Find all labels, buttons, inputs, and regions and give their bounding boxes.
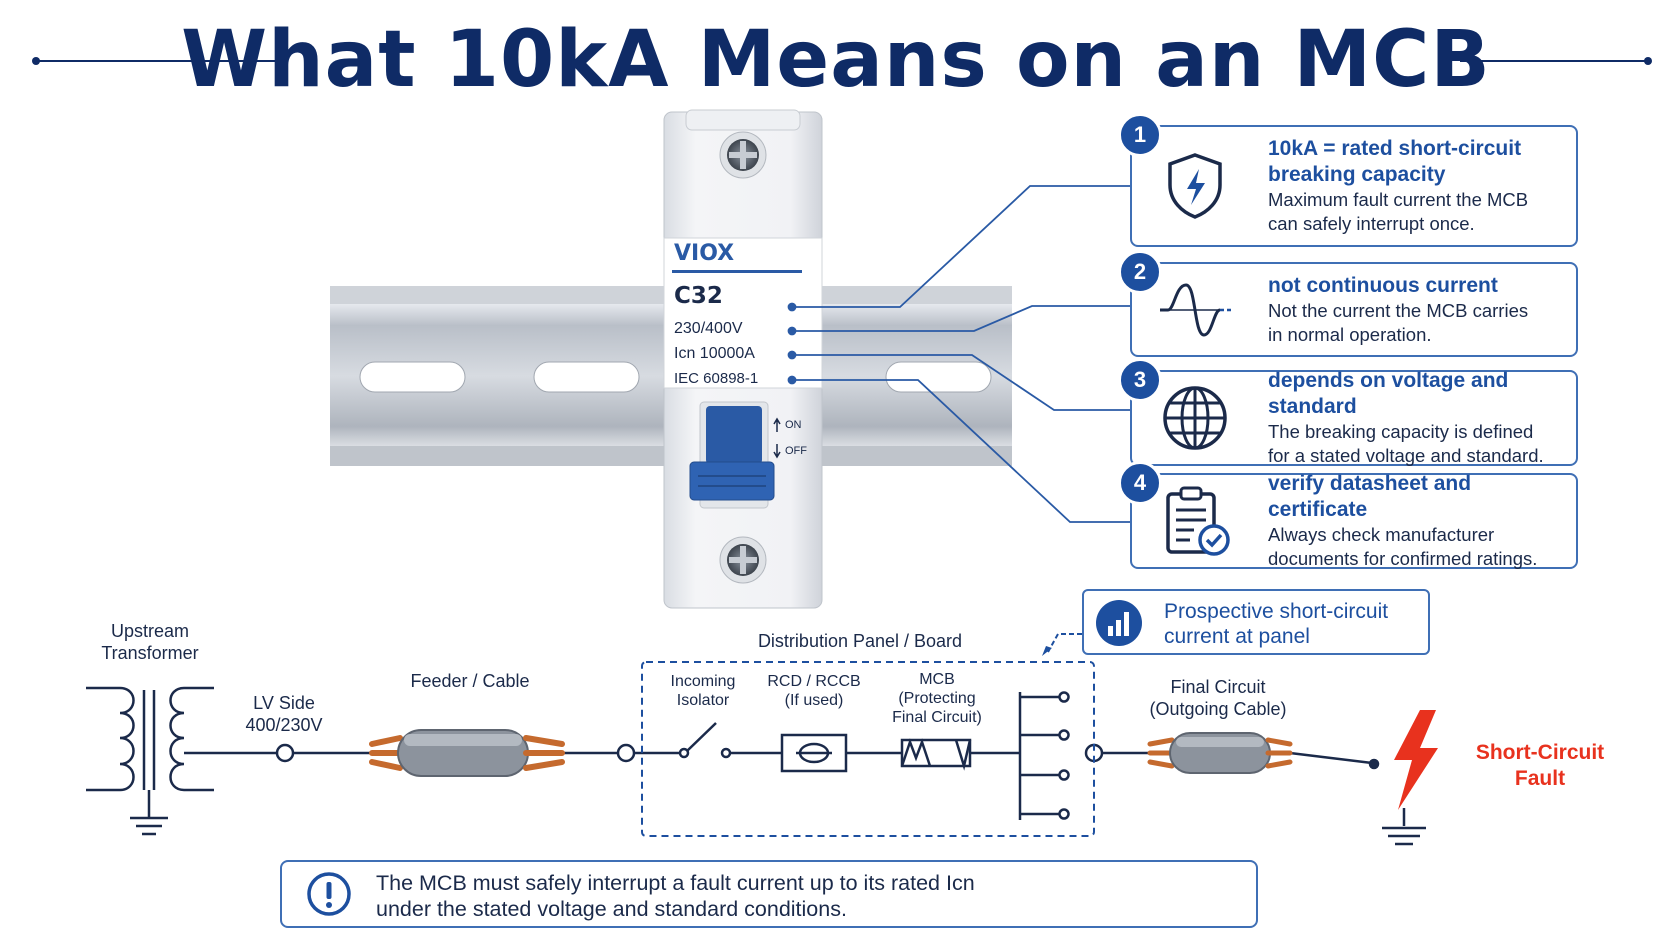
- callout-body-line: in normal operation.: [1268, 323, 1432, 345]
- callout-card-4: 4 verify datasheet and certificate Alway…: [1118, 461, 1578, 569]
- prospective-line: Prospective short-circuit: [1164, 600, 1389, 623]
- transformer-symbol: [86, 686, 214, 836]
- off-label: OFF: [785, 445, 807, 457]
- sine-wave-icon: [1160, 282, 1232, 337]
- exclamation-icon: [307, 872, 351, 916]
- lightning-bolt-icon: [1394, 710, 1438, 810]
- callout-card-3: 3 depends on voltage and standard The br…: [1118, 358, 1578, 466]
- rcd-label: RCD / RCCB(If used): [767, 673, 861, 709]
- callout-number: 3: [1118, 358, 1162, 402]
- outgoing-cable: [1147, 732, 1293, 774]
- callout-card-1: 1 10kA = rated short-circuit breaking ca…: [1118, 113, 1578, 247]
- globe-icon: [1163, 386, 1227, 450]
- feeder-cable: [369, 729, 565, 777]
- final-circuit-label: Final Circuit(Outgoing Cable): [1149, 677, 1287, 719]
- page-title: What 10kA Means on an MCB: [181, 15, 1491, 105]
- callout-body-line: Not the current the MCB carries: [1268, 299, 1529, 321]
- callout-body-line: documents for confirmed ratings.: [1268, 548, 1538, 569]
- callout-heading-line: breaking capacity: [1268, 163, 1446, 186]
- bar-chart-icon: [1096, 600, 1142, 646]
- mcb-body: [663, 109, 823, 609]
- callout-heading-line: not continuous current: [1268, 273, 1498, 297]
- title-rules: [32, 57, 1652, 65]
- standard-label: IEC 60898-1: [674, 370, 758, 387]
- icn-label: Icn 10000A: [674, 345, 755, 362]
- note-line: The MCB must safely interrupt a fault cu…: [376, 871, 975, 895]
- callout-number: 4: [1118, 461, 1162, 505]
- callout-body-line: can safely interrupt once.: [1268, 213, 1475, 234]
- brand-label: VIOX: [674, 241, 734, 266]
- note-line: under the stated voltage and standard co…: [376, 897, 847, 921]
- leader-lines: [787, 185, 1132, 523]
- callout-heading-line: verify datasheet and certificate: [1268, 472, 1472, 521]
- distribution-panel-box: [641, 661, 1095, 837]
- prospective-line: current at panel: [1164, 625, 1310, 648]
- callout-body-line: Always check manufacturer: [1268, 524, 1495, 545]
- shield-lightning-icon: [1168, 153, 1222, 219]
- model-label: C32: [674, 283, 723, 309]
- callout-body-line: The breaking capacity is defined: [1268, 421, 1534, 442]
- feeder-label: Feeder / Cable: [410, 671, 530, 691]
- callout-card-2: 2 not continuous current Not the current…: [1118, 250, 1578, 357]
- clipboard-check-icon: [1166, 486, 1230, 556]
- callout-heading-line: 10kA = rated short-circuit: [1268, 137, 1522, 160]
- panel-label: Distribution Panel / Board: [757, 631, 963, 651]
- on-label: ON: [785, 419, 802, 431]
- callout-body-line: Maximum fault current the MCB: [1268, 189, 1529, 210]
- voltage-label: 230/400V: [674, 320, 743, 337]
- callout-number: 2: [1118, 250, 1162, 294]
- prospective-current-box: Prospective short-circuit current at pan…: [1082, 589, 1430, 655]
- callout-body-line: for a stated voltage and standard.: [1268, 445, 1544, 466]
- note-box: The MCB must safely interrupt a fault cu…: [280, 860, 1258, 928]
- callout-heading-line: depends on voltage and standard: [1268, 369, 1509, 418]
- callout-number: 1: [1118, 113, 1162, 157]
